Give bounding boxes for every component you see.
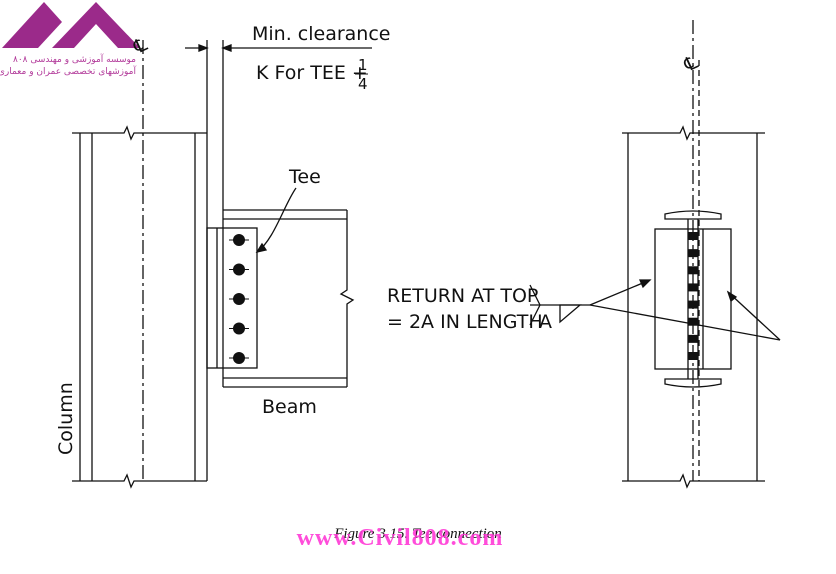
right-column-break-bottom xyxy=(622,473,765,489)
weld-segment xyxy=(688,266,698,275)
weld-size-label: A xyxy=(539,311,552,333)
weld-segment xyxy=(688,317,698,326)
dim-arrow-right xyxy=(221,44,232,52)
bolt-group xyxy=(229,234,249,364)
watermark: www.Civil808.com xyxy=(297,525,504,551)
weld-arrow-line-3 xyxy=(727,291,781,341)
weld-segment-group xyxy=(688,232,698,360)
beam-break xyxy=(339,210,355,387)
column-break-bottom xyxy=(72,473,207,489)
weld-arrow-line-2 xyxy=(589,304,781,341)
tee-leader-arrow xyxy=(255,242,268,253)
weld-segment xyxy=(688,352,698,360)
figure-caption: Figure 3.15. Tee connection xyxy=(333,526,502,542)
weld-segment xyxy=(688,283,698,292)
fillet-weld-triangle xyxy=(559,304,582,324)
beam-section-bottom-flange xyxy=(664,378,722,388)
logo-line-2: آموزشهای تخصصی عمران و معماری xyxy=(0,65,136,77)
tee-leader xyxy=(256,187,297,253)
weld-arrowhead-1 xyxy=(639,279,652,289)
return-at-top-label: RETURN AT TOP xyxy=(387,285,538,307)
beam-label: Beam xyxy=(262,396,317,418)
dim-arrow-left xyxy=(198,44,209,52)
column-label: Column xyxy=(55,382,77,455)
column-break-top xyxy=(72,125,207,141)
left-elevation xyxy=(72,40,372,489)
tee-plate xyxy=(206,227,258,369)
weld-arrowhead-2 xyxy=(726,290,738,303)
logo-mark-left xyxy=(2,2,62,48)
weld-arrow-line-1 xyxy=(589,279,651,306)
logo: موسسه آموزشی و مهندسی ۸۰۸ آموزشهای تخصصی… xyxy=(0,2,140,77)
weld-symbol xyxy=(529,279,781,341)
tee-label: Tee xyxy=(288,166,321,188)
weld-tail xyxy=(529,284,541,326)
weld-segment xyxy=(688,300,698,309)
return-length-label: = 2A IN LENGTH xyxy=(387,311,543,333)
right-tee-plate xyxy=(654,228,732,370)
min-clearance-label: Min. clearance xyxy=(252,23,390,45)
k-for-tee-label: K For TEE + xyxy=(256,62,368,84)
logo-mark-right xyxy=(52,2,140,48)
right-column-break-top xyxy=(622,125,765,141)
fraction-denominator: 4 xyxy=(358,75,368,93)
weld-segment xyxy=(688,334,698,343)
beam-section-top-flange xyxy=(664,210,722,220)
weld-segment xyxy=(688,232,698,240)
logo-line-1: موسسه آموزشی و مهندسی ۸۰۸ xyxy=(13,53,136,65)
fraction-numerator: 1 xyxy=(358,56,368,74)
right-section xyxy=(622,20,765,489)
weld-segment xyxy=(688,249,698,258)
